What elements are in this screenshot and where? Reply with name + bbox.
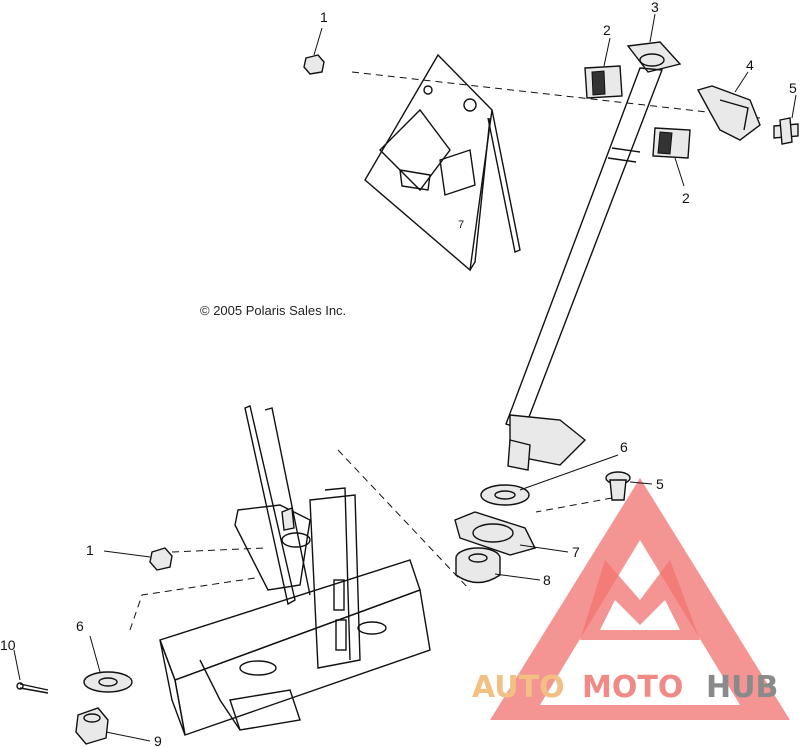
copyright-text: © 2005 Polaris Sales Inc.	[200, 303, 346, 318]
nut-lower	[103, 547, 266, 571]
steering-column	[505, 13, 682, 471]
bushing-lower	[652, 127, 691, 187]
callout-label: 2	[682, 190, 690, 206]
watermark-text: AUTO MOTO HUB	[472, 670, 778, 705]
svg-text:7: 7	[458, 219, 464, 231]
callout-label: 8	[543, 572, 551, 588]
cotter-pin	[13, 649, 49, 694]
leader-dashed-top	[351, 71, 761, 119]
callout-label: 3	[651, 0, 659, 15]
callout-label: 10	[0, 637, 16, 653]
callout-label: 4	[746, 57, 754, 73]
watermark-text-moto: MOTO	[582, 670, 683, 705]
callout-label: 6	[76, 618, 84, 634]
callout-label: 2	[603, 22, 611, 38]
bushing-upper	[584, 37, 623, 99]
nut-top	[303, 27, 325, 75]
callout-label: 6	[620, 439, 628, 455]
watermark-text-auto: AUTO	[472, 670, 565, 705]
leader-dashed-frame	[337, 449, 471, 591]
leader-dashed-left	[129, 577, 256, 631]
watermark-text-hub: HUB	[706, 670, 778, 705]
watermark-m-cut	[600, 600, 680, 630]
bearing	[455, 547, 541, 584]
watermark-logo	[490, 478, 790, 720]
callout-label: 7	[572, 544, 580, 560]
lower-frame	[159, 405, 431, 736]
flange-plate	[454, 511, 569, 556]
callout-label: 9	[154, 733, 162, 747]
clamp	[696, 71, 761, 141]
washer-mid	[480, 454, 619, 506]
callout-label: 1	[86, 542, 94, 558]
washer-lower	[83, 635, 133, 693]
callout-label: 5	[789, 80, 797, 96]
dash-panel: 7	[364, 53, 521, 272]
callout-label: 1	[320, 9, 328, 25]
callout-label: 5	[656, 476, 664, 492]
bolt-top	[773, 94, 799, 145]
castle-nut	[75, 707, 151, 745]
bolt-mid	[535, 471, 653, 513]
